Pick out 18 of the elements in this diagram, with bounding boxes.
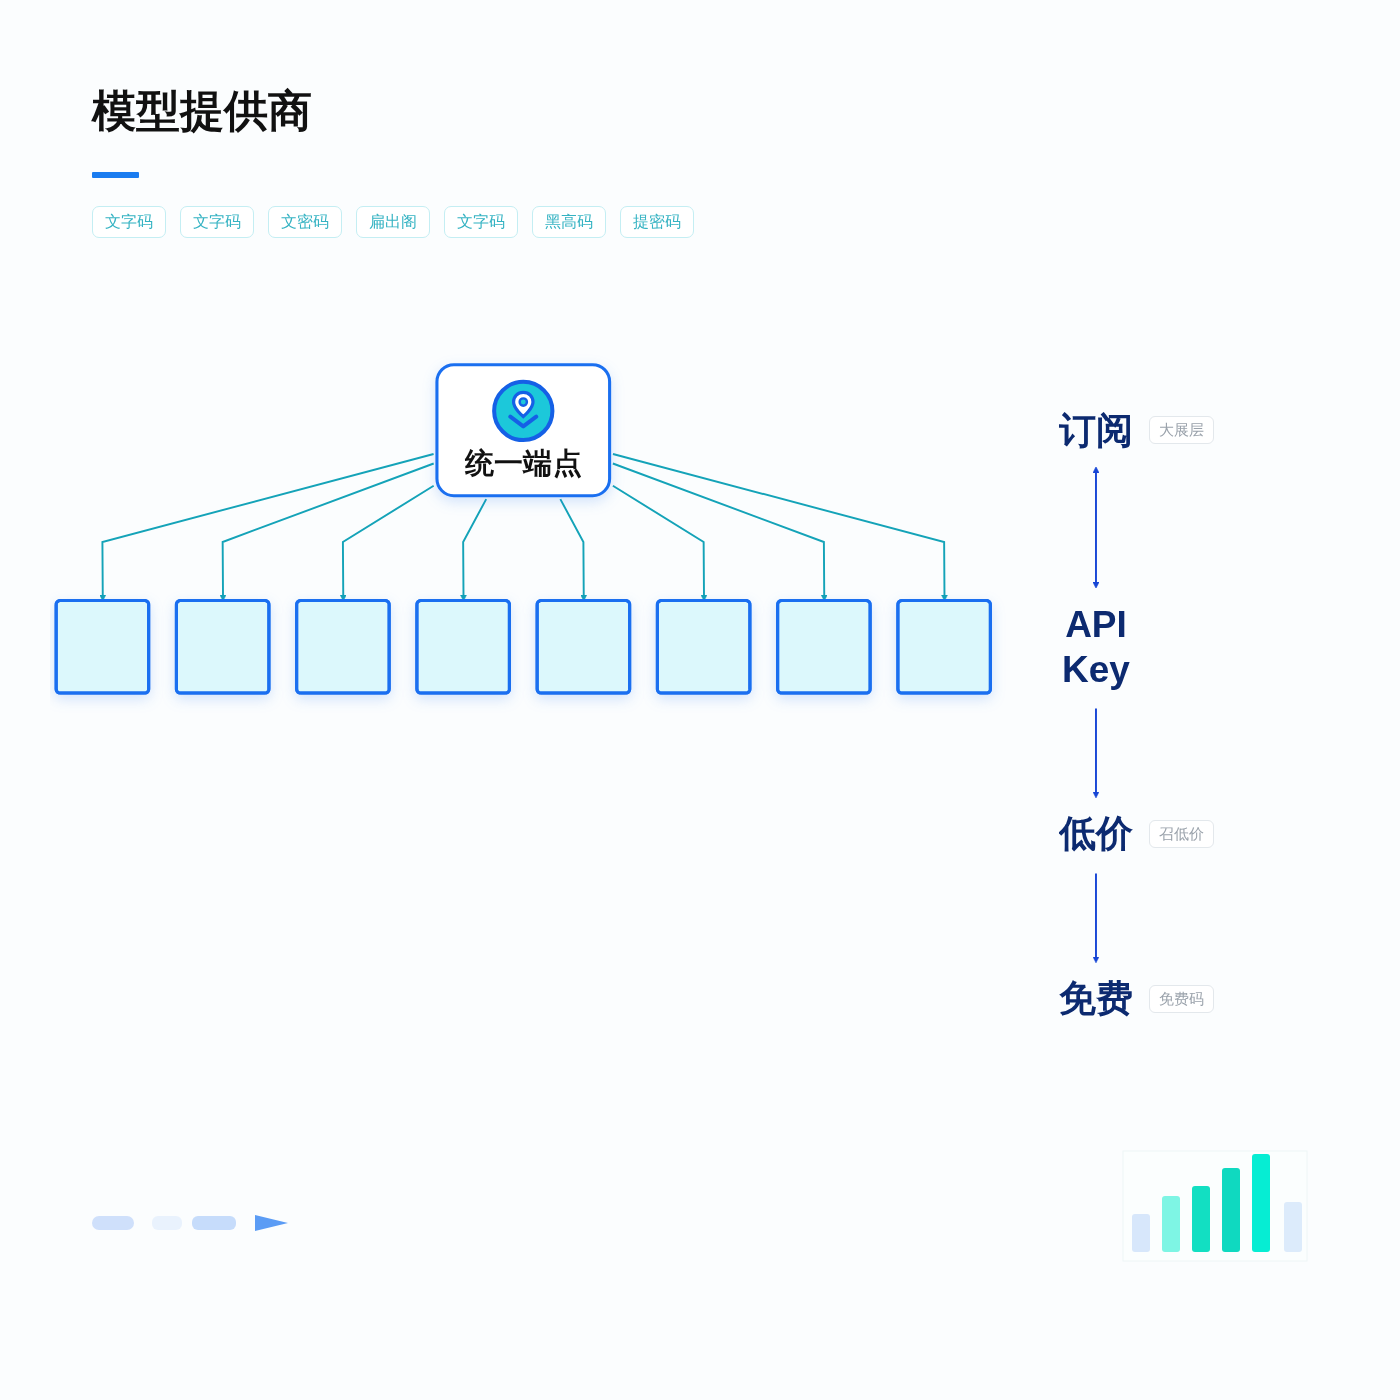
arrow — [1092, 707, 1100, 799]
tag: 提密码 — [620, 206, 694, 238]
node-label: 免费 — [1059, 977, 1133, 1022]
tag: 文字码 — [444, 206, 518, 238]
arrow — [1092, 872, 1100, 964]
caption-tag: 召低价 — [1149, 820, 1214, 848]
tag: 黑高码 — [532, 206, 606, 238]
tag: 扁出阁 — [356, 206, 430, 238]
tag: 文字码 — [92, 206, 166, 238]
node-label: 订阅 — [1059, 408, 1133, 453]
tag: 文字码 — [180, 206, 254, 238]
tag: 文密码 — [268, 206, 342, 238]
caption-tag: 免费码 — [1149, 985, 1214, 1013]
double-arrow — [1092, 466, 1100, 589]
node-label: API Key — [1061, 602, 1131, 692]
title: 模型提供商 — [92, 84, 312, 138]
node-label: 统一端点 — [464, 445, 582, 481]
caption-tag: 大展层 — [1149, 416, 1214, 444]
